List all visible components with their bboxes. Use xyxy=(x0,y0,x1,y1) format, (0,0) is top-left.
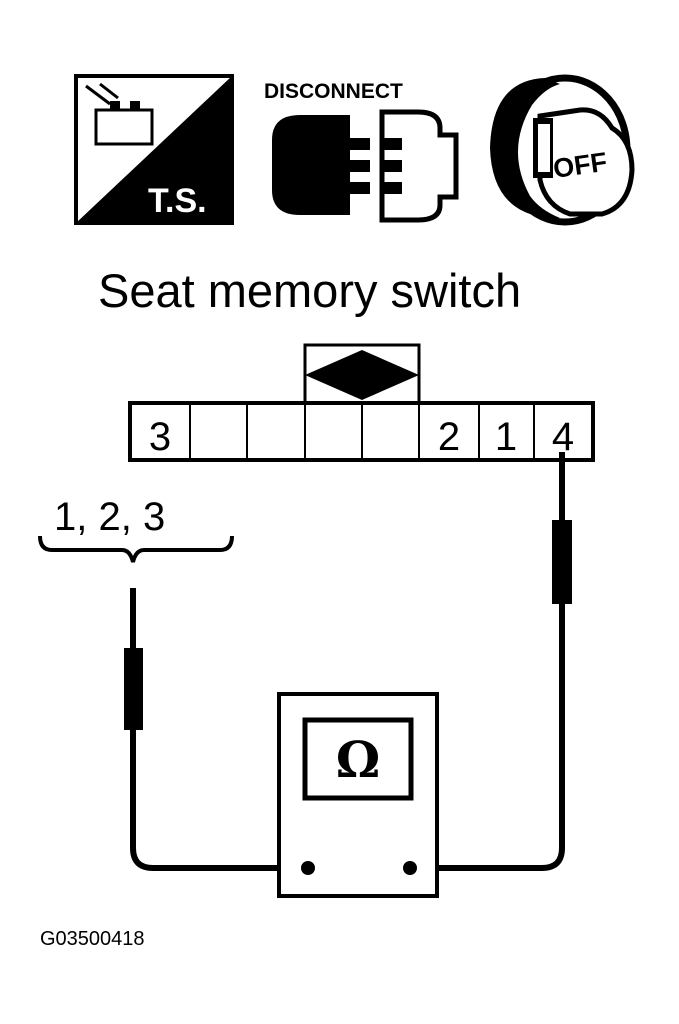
disconnect-label: DISCONNECT xyxy=(264,80,403,103)
ohmmeter-terminal-right xyxy=(403,861,417,875)
disconnect-connector-icon: DISCONNECT xyxy=(264,80,459,223)
terminal-label: 4 xyxy=(552,415,574,459)
right-probe-handle xyxy=(552,520,572,604)
connector-lock-diamond xyxy=(305,350,419,400)
key-off-label: OFF xyxy=(551,147,609,184)
ts-label: T.S. xyxy=(148,182,207,220)
ohmmeter: Ω xyxy=(277,692,439,898)
connector: 3 2 1 4 xyxy=(128,343,595,462)
figure-code: G03500418 xyxy=(40,928,145,950)
terminal-label: 2 xyxy=(438,415,460,459)
left-probe-handle xyxy=(124,648,143,730)
right-test-lead xyxy=(410,452,572,871)
terminal-label: 3 xyxy=(149,415,171,459)
ts-battery-icon: T.S. xyxy=(74,74,234,225)
diagram-title: Seat memory switch xyxy=(98,264,521,317)
ohm-symbol: Ω xyxy=(336,730,381,789)
ohmmeter-display xyxy=(302,717,414,801)
left-test-lead xyxy=(124,588,308,871)
probe-terminals-label: 1, 2, 3 xyxy=(54,495,165,539)
ignition-off-icon: OFF xyxy=(490,74,635,226)
terminal-label: 1 xyxy=(495,415,517,459)
probe-brace xyxy=(38,535,234,563)
ohmmeter-terminal-left xyxy=(301,861,315,875)
